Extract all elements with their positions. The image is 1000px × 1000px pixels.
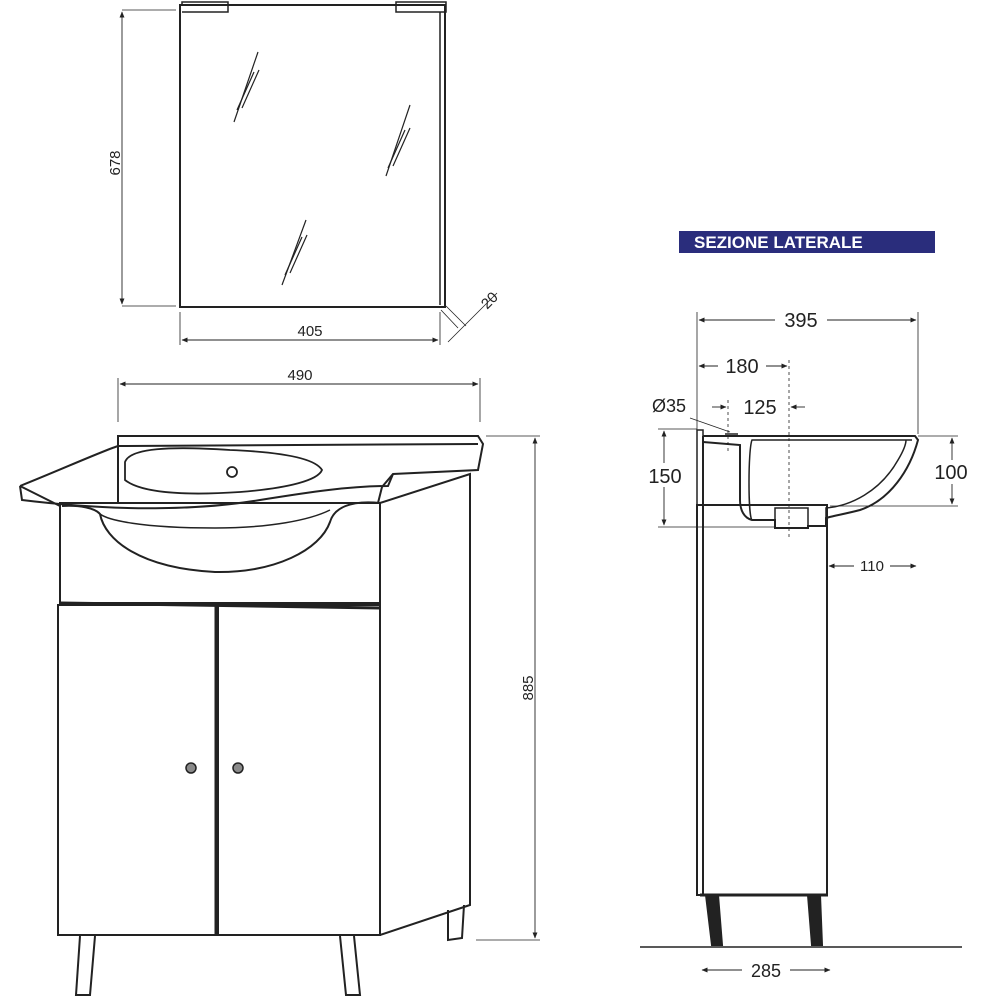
mirror: [179, 1, 447, 308]
left-door-knob: [185, 762, 197, 774]
label-bowl-depth: 100: [934, 462, 967, 484]
dim-drain-offset: 180: [698, 354, 788, 378]
label-faucet-hole: Ø35: [652, 396, 686, 416]
section-banner: SEZIONE LATERALE: [679, 231, 935, 253]
cabinet-side-panel: [379, 472, 471, 936]
side-cabinet-body: [696, 504, 828, 896]
label-base-depth: 285: [751, 961, 781, 981]
dim-cabinet-height: 885: [476, 435, 540, 941]
reflection-marks: [233, 51, 411, 286]
mirror-left-clip: [181, 1, 229, 13]
basin-bowl-underside: [61, 501, 381, 574]
dim-mirror-height: 678: [107, 9, 176, 307]
mirror-right-clip: [395, 1, 447, 13]
label-basin-height: 150: [648, 466, 681, 488]
dim-front-overhang: 110: [828, 556, 917, 576]
basin-front-rim: [19, 473, 394, 510]
dim-base-depth: 285: [701, 959, 831, 981]
right-door-knob: [232, 762, 244, 774]
label-drain-offset: 180: [725, 356, 758, 378]
vanity-cabinet: [19, 435, 485, 936]
label-side-depth: 395: [784, 310, 817, 332]
cabinet-legs: [74, 904, 465, 996]
label-cabinet-height: 885: [520, 675, 537, 700]
label-mirror-width: 405: [297, 323, 322, 340]
label-faucet-offset: 125: [743, 397, 776, 419]
label-mirror-height: 678: [107, 150, 124, 175]
dim-mirror-depth: 20: [440, 289, 502, 343]
dim-side-depth: 395: [696, 308, 919, 434]
dim-cabinet-width: 490: [117, 367, 481, 422]
drain-hole: [226, 466, 238, 478]
label-front-overhang: 110: [860, 558, 884, 575]
dim-bowl-depth: 100: [830, 435, 974, 507]
label-mirror-depth: 20: [478, 289, 502, 313]
label-cabinet-width: 490: [287, 367, 312, 384]
right-door: [217, 604, 381, 936]
side-basin-profile: [702, 435, 920, 529]
side-drain: [774, 507, 809, 529]
dim-basin-height: 150: [642, 428, 775, 528]
cabinet-top-panel: [59, 502, 381, 604]
mirror-panel: [179, 4, 446, 308]
side-section-view: [696, 429, 920, 946]
section-title: SEZIONE LATERALE: [694, 233, 863, 252]
basin-bowl-opening: [124, 447, 323, 495]
dim-faucet: 125 Ø35: [652, 396, 805, 435]
dim-mirror-width: 405: [179, 312, 441, 345]
basin-front-edge: [19, 443, 479, 487]
